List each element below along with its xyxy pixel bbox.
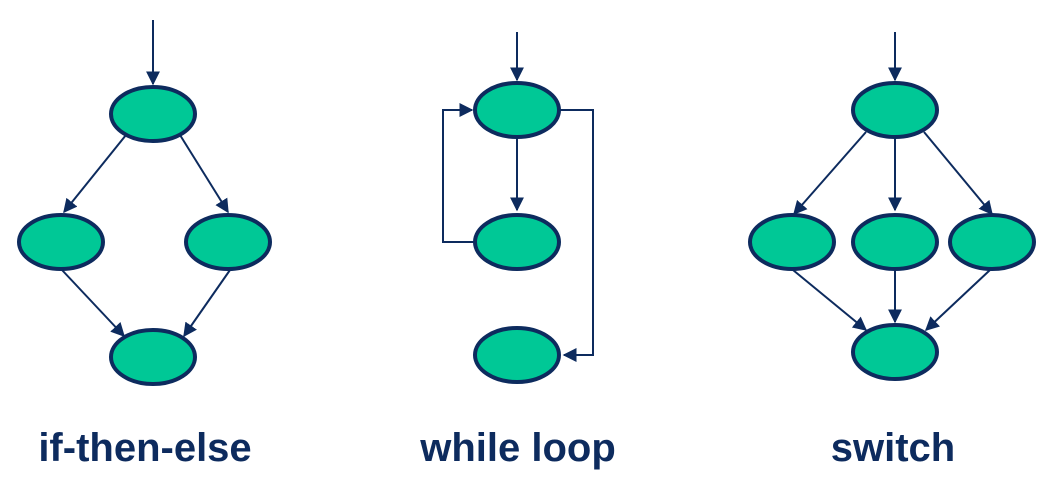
switch-diagram: switch <box>748 32 1036 470</box>
switch-condition-node <box>851 81 939 139</box>
if-then-else-caption: if-then-else <box>38 426 251 470</box>
switch-case-node-1 <box>748 213 836 271</box>
while-exit-edge <box>560 109 594 362</box>
switch-caption: switch <box>831 426 955 470</box>
if-to-else-edge <box>179 134 229 214</box>
while-exit-node <box>473 326 561 384</box>
switch-case-node-2 <box>851 213 939 271</box>
while-loop-back-edge <box>442 103 476 243</box>
while-body-node <box>473 213 561 271</box>
while-loop-diagram: while loop <box>419 32 616 470</box>
case3-to-merge-edge <box>924 269 991 331</box>
then-branch-node <box>17 213 105 271</box>
else-branch-node <box>184 213 272 271</box>
case1-to-merge-edge <box>792 269 868 331</box>
if-then-else-diagram: if-then-else <box>17 20 272 470</box>
else-to-merge-edge <box>183 269 231 338</box>
switch-merge-node <box>851 323 939 381</box>
while-loop-caption: while loop <box>419 426 616 470</box>
then-to-merge-edge <box>61 269 125 338</box>
if-condition-node <box>109 85 197 143</box>
if-to-then-edge <box>63 134 127 214</box>
switch-to-case3-edge <box>923 131 993 216</box>
while-condition-node <box>473 81 561 139</box>
switch-to-case1-edge <box>793 131 867 216</box>
switch-case-node-3 <box>948 213 1036 271</box>
if-merge-node <box>109 328 197 386</box>
